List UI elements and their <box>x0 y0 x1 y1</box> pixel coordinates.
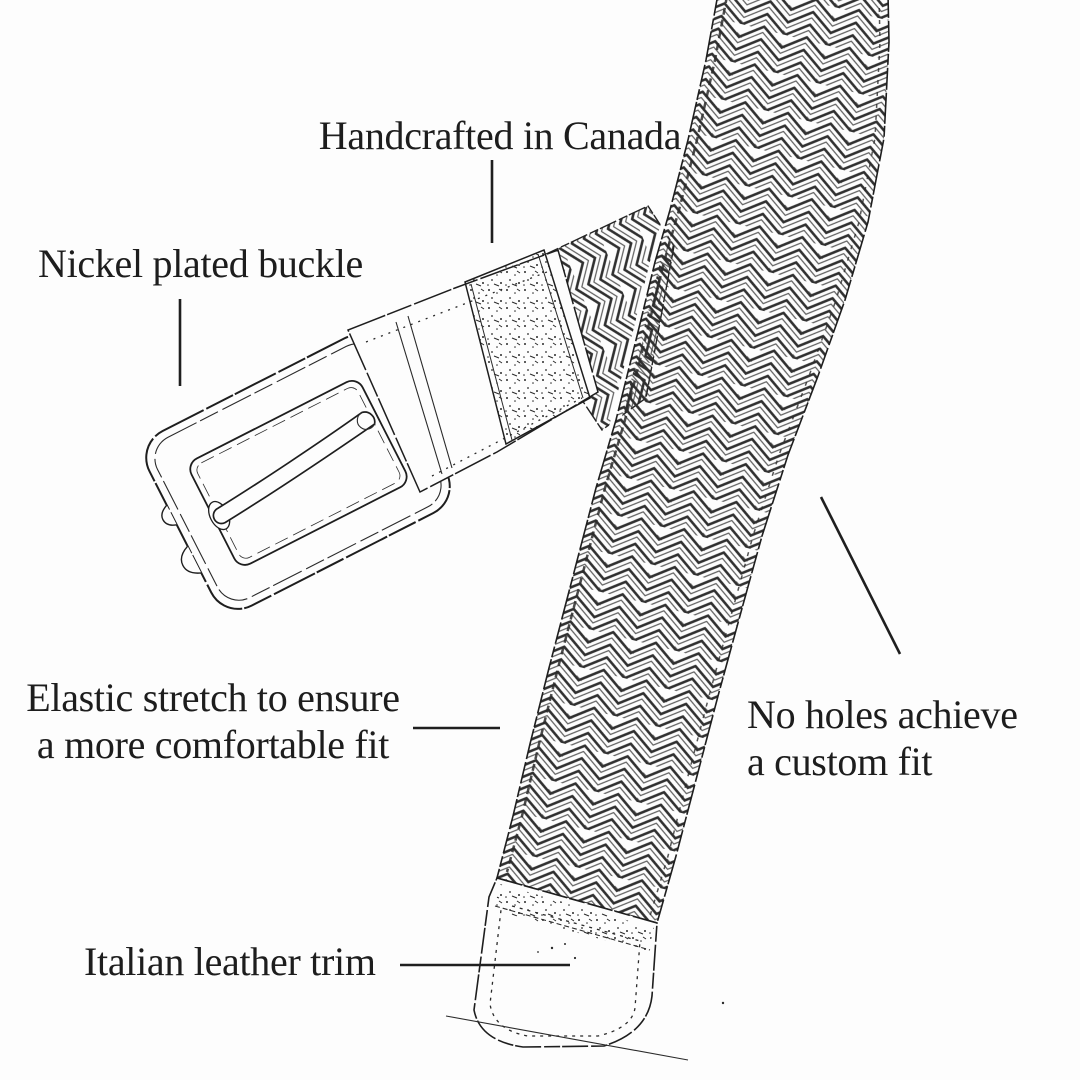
tip-stitching <box>489 905 641 1037</box>
right-edge-hatch <box>649 0 881 917</box>
trim-fold-lines <box>395 315 453 475</box>
tip-seam-band <box>494 884 654 952</box>
buckle-strap-assembly <box>145 205 675 610</box>
main-strap-braid <box>496 0 890 924</box>
label-handcrafted: Handcrafted in Canada <box>318 113 682 158</box>
label-no-holes: No holes achieve a custom fit <box>747 691 1018 785</box>
label-nickel-buckle: Nickel plated buckle <box>38 241 363 286</box>
label-elastic-line1: Elastic stretch to ensure <box>26 675 400 720</box>
label-no-holes-line1: No holes achieve <box>747 692 1018 737</box>
tip-seam-line <box>494 905 651 951</box>
label-no-holes-line2: a custom fit <box>747 739 933 784</box>
buckle-prong <box>212 411 376 525</box>
label-elastic-line2: a more comfortable fit <box>36 722 390 767</box>
buckle-hinge-bump <box>161 504 202 574</box>
prong-tip-curl <box>356 411 376 430</box>
buckle-frame <box>145 334 451 610</box>
label-leather-trim: Italian leather trim <box>84 939 376 984</box>
leader-lines <box>178 160 902 967</box>
label-elastic-stretch: Elastic stretch to ensure a more comfort… <box>3 674 423 768</box>
left-edge-hatch <box>505 0 728 873</box>
trim-stitch-line <box>365 269 583 477</box>
tip-surface-marks <box>537 943 725 1005</box>
leader-line-no-holes <box>819 496 902 655</box>
keeper-loop <box>464 248 591 446</box>
leather-trim-tip <box>445 877 725 1061</box>
ground-shadow-line <box>445 1015 689 1061</box>
